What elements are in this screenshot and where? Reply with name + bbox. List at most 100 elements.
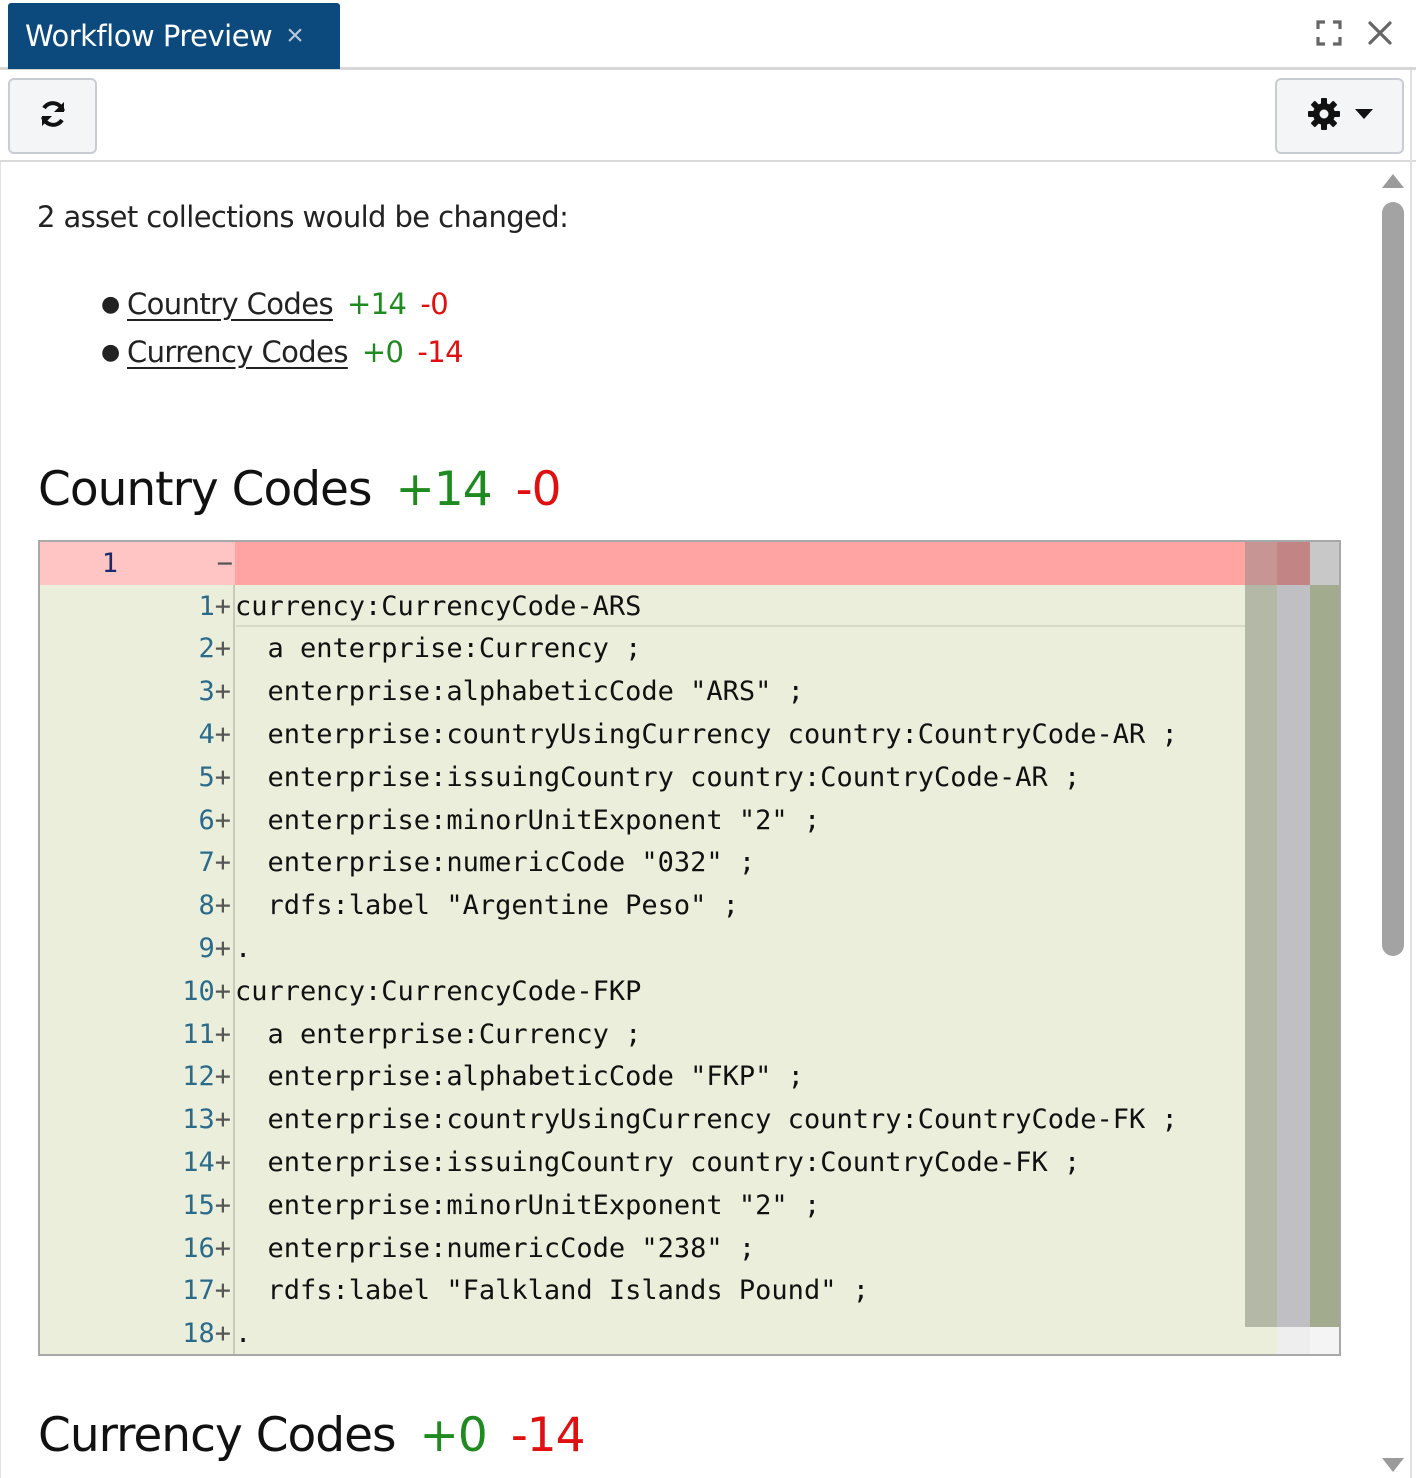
diff-scrollbar-thumb[interactable] (1277, 585, 1310, 1327)
diff-line-text: rdfs:label "Argentine Peso" ; (235, 890, 739, 922)
diff-added-line: 7+ enterprise:numericCode "032" ; (40, 841, 1245, 885)
old-line-number (40, 1098, 136, 1141)
added-sign: + (214, 975, 231, 1007)
minimap-removed-mark (1310, 542, 1339, 585)
change-summary: 2 asset collections would be changed: (37, 200, 569, 234)
refresh-button[interactable] (8, 78, 97, 154)
old-line-number (40, 1056, 136, 1099)
added-count: +0 (361, 335, 404, 369)
section-title-text: Currency Codes (38, 1408, 397, 1463)
diff-added-line: 18+. (40, 1312, 1245, 1354)
list-item: ● Country Codes +14 -0 (101, 280, 463, 328)
tab-close-icon[interactable]: × (286, 19, 304, 52)
diff-added-line: 13+ enterprise:countryUsingCurrency coun… (40, 1098, 1245, 1142)
line-number: 12 (182, 1061, 215, 1093)
line-number: 15 (182, 1189, 215, 1221)
diff-added-line: 2+ a enterprise:Currency ; (40, 627, 1245, 671)
diff-added-line: 16+ enterprise:numericCode "238" ; (40, 1226, 1245, 1270)
section-removed-count: -14 (510, 1408, 586, 1463)
line-number: 7 (198, 847, 215, 879)
close-icon[interactable] (1364, 16, 1396, 50)
scroll-down-arrow-icon[interactable] (1382, 1458, 1404, 1472)
new-line-number: 3+ (136, 670, 235, 714)
list-item: ● Currency Codes +0 -14 (101, 328, 464, 376)
tab-workflow-preview[interactable]: Workflow Preview × (8, 3, 340, 69)
diff-added-line: 5+ enterprise:issuingCountry country:Cou… (40, 756, 1245, 799)
added-sign: + (214, 847, 231, 879)
diff-line-text: enterprise:alphabeticCode "ARS" ; (235, 676, 804, 708)
scrollbar-removed-mark (1277, 542, 1310, 585)
panel-border (1410, 70, 1412, 1478)
section-title-country-codes: Country Codes +14 -0 (38, 462, 562, 517)
diff-line-text: . (235, 1318, 252, 1350)
old-line-number: 1 (40, 542, 136, 585)
diff-added-line: 6+ enterprise:minorUnitExponent "2" ; (40, 798, 1245, 842)
diff-line-text: enterprise:alphabeticCode "FKP" ; (235, 1061, 804, 1093)
added-sign: + (214, 1318, 231, 1350)
line-number: 10 (182, 975, 215, 1007)
old-line-number (40, 927, 136, 970)
toolbar (0, 70, 1416, 162)
chevron-down-icon (1354, 107, 1373, 125)
new-line-number: 15+ (136, 1184, 235, 1227)
removed-count: -14 (417, 335, 463, 369)
diff-added-line: 1+currency:CurrencyCode-ARS (40, 584, 1245, 628)
diff-line-text: currency:CurrencyCode-FKP (235, 975, 642, 1007)
added-sign: + (214, 1232, 231, 1264)
diff-minimap (1310, 542, 1339, 1354)
diff-added-line: 4+ enterprise:countryUsingCurrency count… (40, 713, 1245, 756)
added-sign: + (214, 761, 231, 793)
old-line-number (40, 799, 136, 842)
page-scrollbar[interactable] (1378, 162, 1408, 1478)
expand-icon[interactable] (1313, 16, 1345, 50)
diff-added-line: 10+currency:CurrencyCode-FKP (40, 970, 1245, 1013)
refresh-icon (37, 98, 69, 135)
diff-scrollbar[interactable] (1277, 542, 1310, 1354)
diff-line-text: a enterprise:Currency ; (235, 1018, 642, 1050)
added-sign: + (214, 1147, 231, 1179)
old-line-number (40, 884, 136, 927)
line-number: 14 (182, 1147, 215, 1179)
old-line-number (40, 1270, 136, 1313)
line-number: 9 (198, 933, 215, 965)
collection-link-currency-codes[interactable]: Currency Codes (127, 335, 348, 369)
ruler-added-mark (1245, 585, 1277, 1327)
old-line-number (40, 1013, 136, 1056)
diff-added-line: 9+. (40, 927, 1245, 970)
page-scrollbar-thumb[interactable] (1382, 202, 1404, 956)
new-line-number: 14+ (136, 1141, 235, 1184)
line-number: 17 (182, 1275, 215, 1307)
diff-added-line: 12+ enterprise:alphabeticCode "FKP" ; (40, 1055, 1245, 1099)
tab-bar: Workflow Preview × (0, 0, 1416, 70)
section-title-text: Country Codes (38, 462, 372, 517)
collection-link-country-codes[interactable]: Country Codes (127, 287, 334, 321)
added-sign: + (214, 676, 231, 708)
new-line-number: 8+ (136, 884, 235, 928)
diff-line-text: a enterprise:Currency ; (235, 633, 642, 665)
diff-line-text: enterprise:minorUnitExponent "2" ; (235, 1189, 821, 1221)
line-number: 11 (182, 1018, 215, 1050)
old-line-number (40, 670, 136, 713)
diff-added-line: 15+ enterprise:minorUnitExponent "2" ; (40, 1184, 1245, 1227)
section-title-currency-codes: Currency Codes +0 -14 (38, 1408, 586, 1463)
diff-line-text: enterprise:issuingCountry country:Countr… (235, 1147, 1081, 1179)
old-line-number (40, 756, 136, 799)
new-line-number: 1+ (136, 584, 235, 628)
diff-added-line: 17+ rdfs:label "Falkland Islands Pound" … (40, 1269, 1245, 1313)
old-line-number (40, 628, 136, 671)
minimap-added-mark (1310, 585, 1339, 1327)
added-sign: + (214, 1275, 231, 1307)
section-added-count: +14 (395, 462, 492, 517)
changed-collections-list: ● Country Codes +14 -0 ● Currency Codes … (101, 280, 464, 376)
new-line-number: 11+ (136, 1012, 235, 1056)
section-removed-count: -0 (515, 462, 562, 517)
line-number: 4 (198, 719, 215, 751)
diff-line-text: enterprise:numericCode "238" ; (235, 1232, 756, 1264)
settings-dropdown-button[interactable] (1275, 78, 1404, 154)
bullet-icon: ● (101, 291, 120, 317)
old-line-number (40, 713, 136, 756)
scroll-up-arrow-icon[interactable] (1382, 174, 1404, 188)
added-sign: + (214, 590, 231, 622)
old-line-number (40, 1141, 136, 1184)
